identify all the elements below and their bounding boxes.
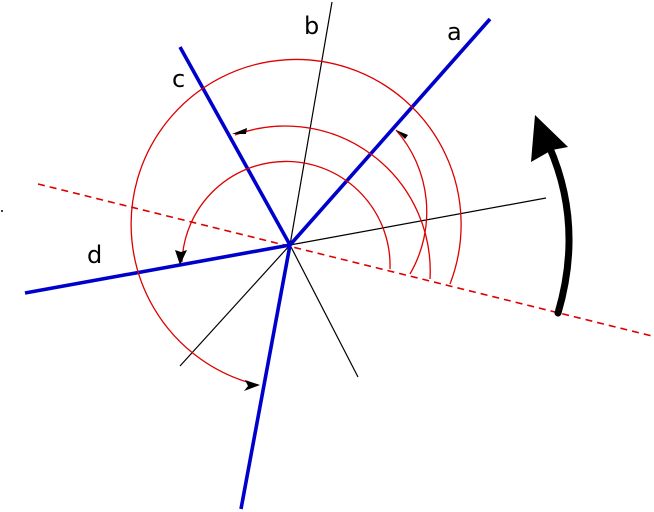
label-c: c (172, 65, 185, 93)
thin-line-b-extension (179, 244, 291, 367)
line-c (178, 46, 292, 246)
reference-dashed-line (37, 183, 653, 337)
thin-line-lower-right (289, 244, 359, 378)
angle-arc-d (130, 58, 462, 386)
arrowhead-arc-a (396, 130, 408, 139)
angle-arc-a (395, 129, 428, 275)
label-a: a (447, 18, 462, 46)
label-d: d (87, 241, 102, 269)
label-b: b (304, 12, 319, 40)
rotation-arrow (545, 142, 573, 317)
arrowhead-arc-b (232, 128, 247, 134)
line-bottom (239, 244, 292, 510)
arrowhead-arc-d (244, 380, 260, 391)
angle-arc-c (181, 160, 391, 270)
thin-line-b (289, 1, 333, 246)
line-a (288, 17, 492, 247)
stray-dot (1, 210, 3, 212)
line-d (24, 243, 291, 295)
thin-line-right (289, 197, 547, 246)
arrowhead-arc-c (175, 250, 187, 265)
rotation-arrowhead (531, 115, 568, 162)
angle-arc-b (234, 125, 431, 280)
